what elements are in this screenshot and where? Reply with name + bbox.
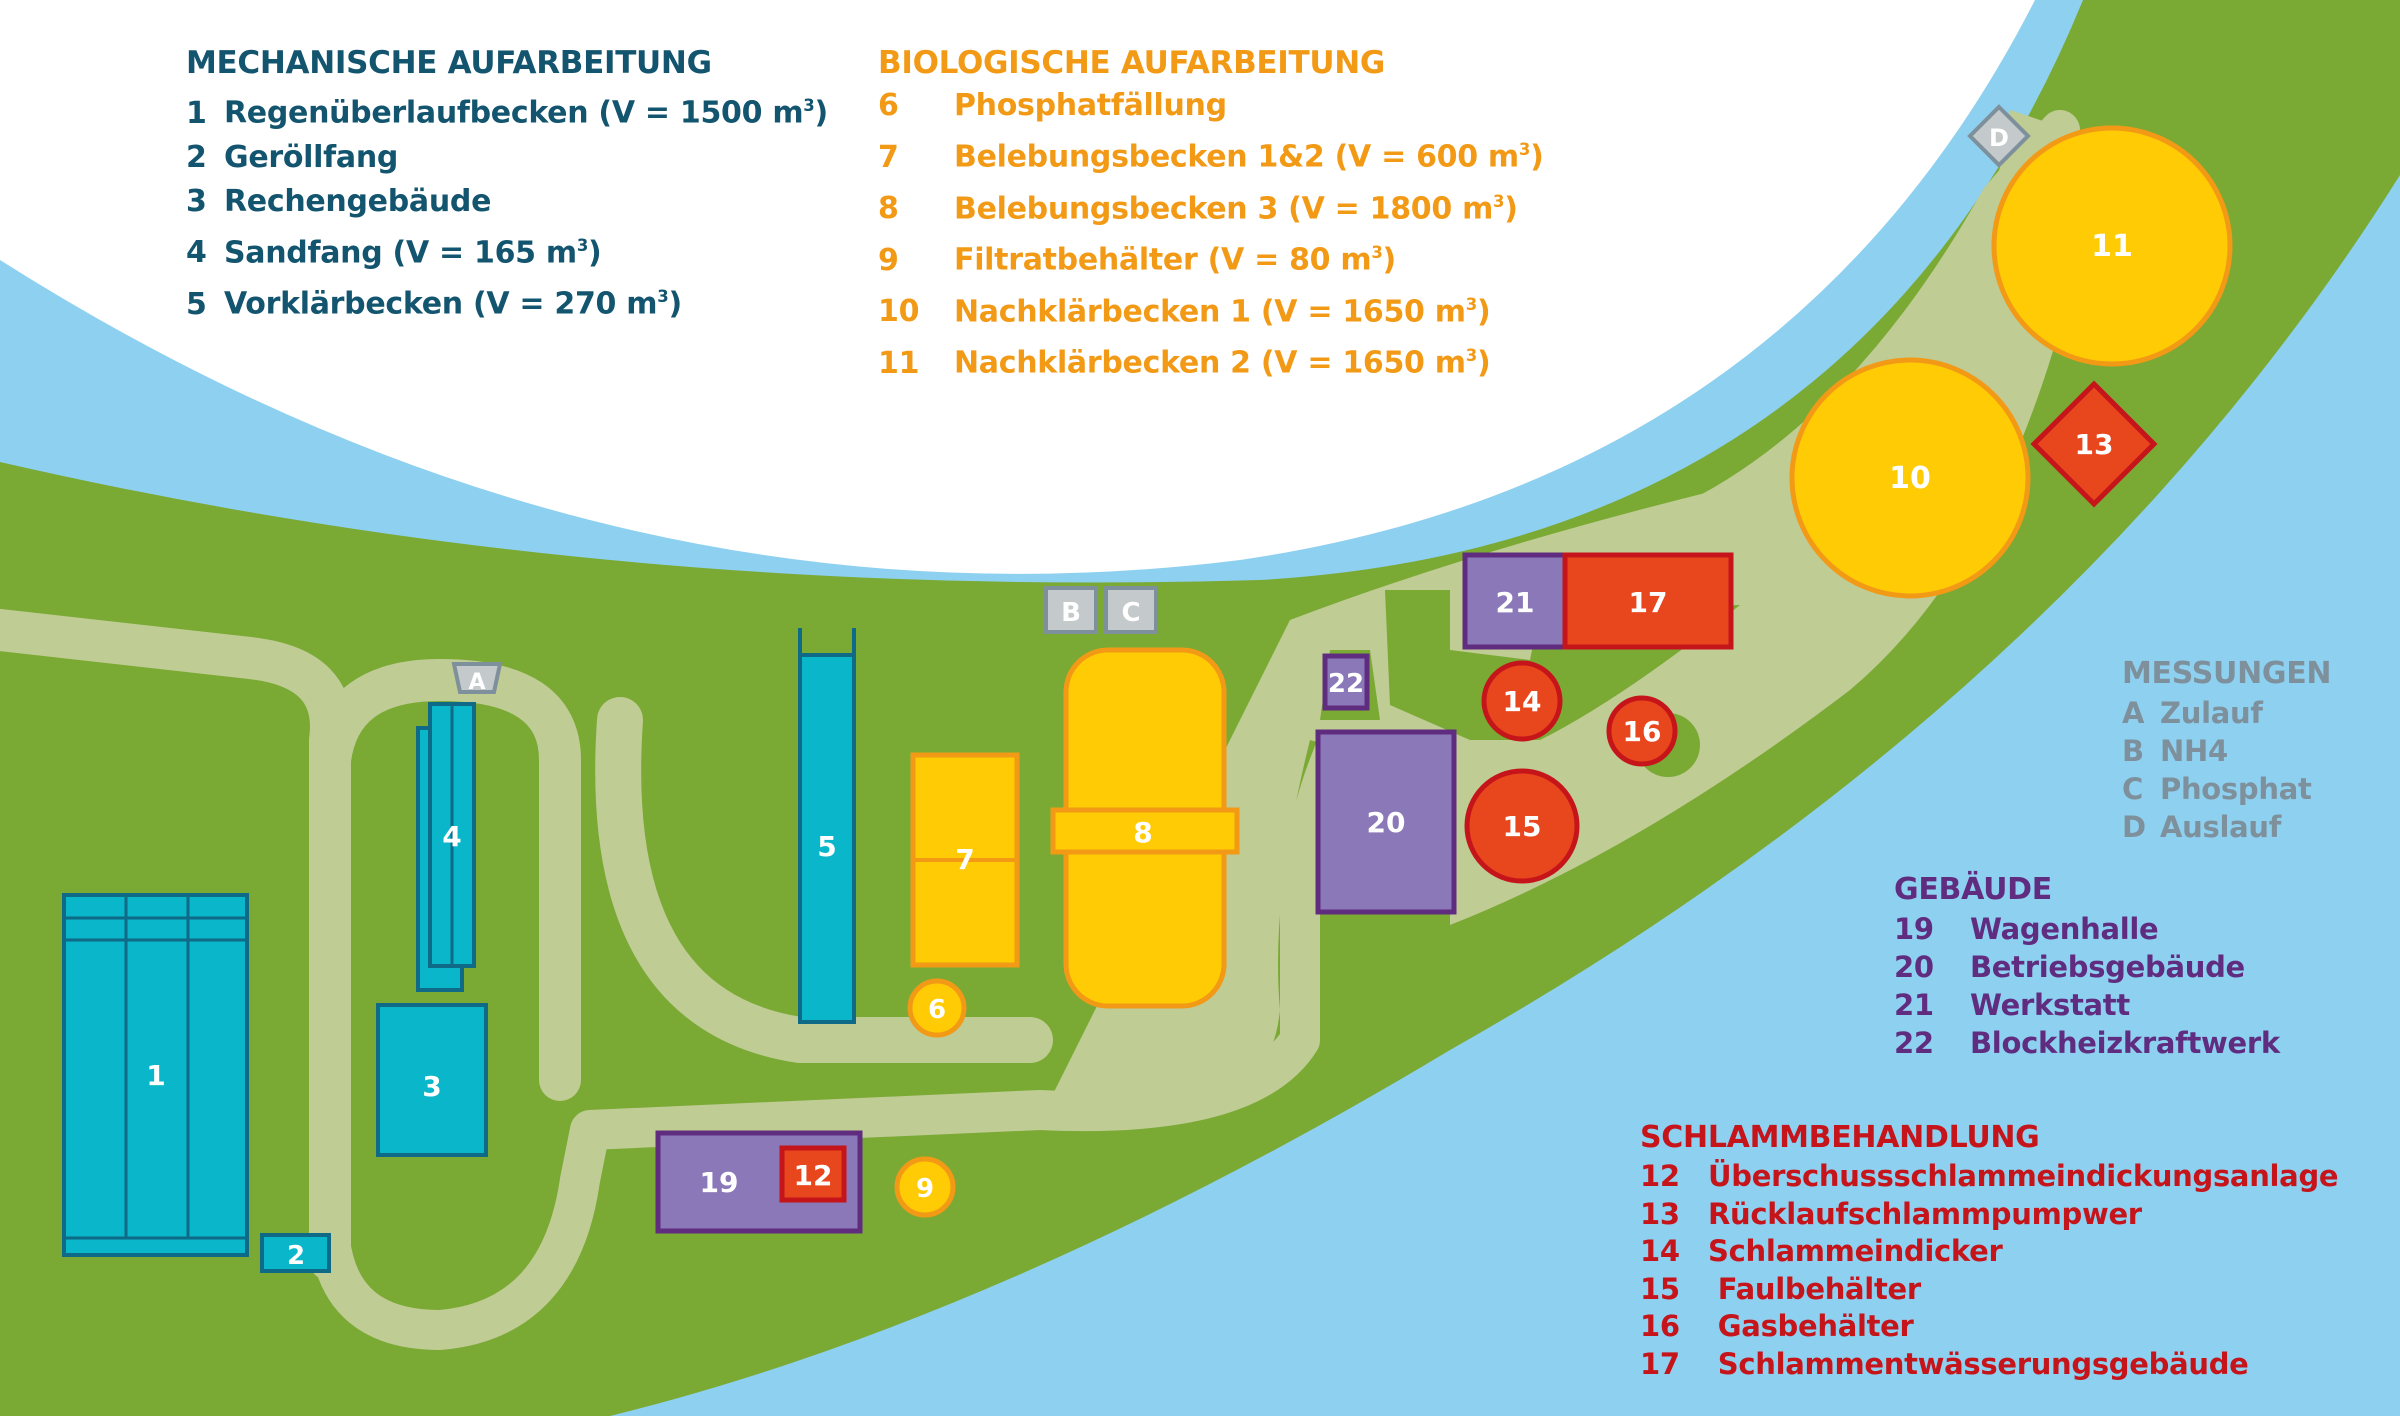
facility-10[interactable]: 10 (1789, 357, 2031, 599)
facility-12[interactable]: 12 (779, 1145, 847, 1203)
facility-6[interactable]: 6 (907, 978, 967, 1038)
building-21[interactable]: 21 (1462, 552, 1568, 650)
svg-text:16: 16 (1623, 715, 1662, 748)
facility-16[interactable]: 16 (1606, 695, 1678, 767)
svg-text:B: B (1061, 598, 1081, 628)
svg-text:6: 6 (928, 995, 946, 1025)
facility-17[interactable]: 17 (1562, 552, 1734, 650)
facility-9[interactable]: 9 (894, 1156, 956, 1218)
svg-text:14: 14 (1503, 685, 1542, 718)
svg-text:1: 1 (146, 1059, 165, 1092)
svg-text:3: 3 (422, 1070, 441, 1103)
svg-text:9: 9 (916, 1174, 934, 1204)
legend-buildings-title: GEBÄUDE (1894, 872, 2052, 907)
svg-text:4: 4 (442, 820, 461, 853)
facility-13[interactable]: 13 (2030, 380, 2158, 508)
svg-text:11: 11 (2091, 229, 2133, 264)
measure-point-c[interactable]: C (1104, 586, 1158, 634)
svg-text:19: 19 (700, 1166, 739, 1199)
svg-text:17: 17 (1629, 586, 1668, 619)
facility-8[interactable]: 8 (1050, 647, 1240, 1009)
facility-1[interactable]: 1 (62, 893, 249, 1257)
facility-4[interactable]: 4 (416, 702, 476, 992)
svg-text:D: D (1989, 124, 2009, 152)
svg-text:22: 22 (1328, 669, 1364, 699)
facility-3[interactable]: 3 (376, 1003, 488, 1157)
measure-point-b[interactable]: B (1044, 586, 1098, 634)
svg-text:15: 15 (1503, 810, 1542, 843)
svg-text:10: 10 (1889, 461, 1931, 496)
legend-mechanical-title: MECHANISCHE AUFARBEITUNG (186, 45, 712, 81)
facility-14[interactable]: 14 (1481, 660, 1563, 742)
svg-text:12: 12 (794, 1159, 833, 1192)
legend-item: 15 Faulbehälter (1640, 1271, 1921, 1306)
legend-sludge-title: SCHLAMMBEHANDLUNG (1640, 1120, 2040, 1155)
building-22[interactable]: 22 (1322, 653, 1370, 711)
facility-7[interactable]: 7 (910, 752, 1020, 968)
facility-15[interactable]: 15 (1464, 768, 1580, 884)
svg-text:8: 8 (1133, 816, 1152, 849)
svg-text:2: 2 (287, 1241, 305, 1271)
svg-text:20: 20 (1367, 806, 1406, 839)
svg-text:A: A (468, 670, 485, 695)
legend-item: 16 Gasbehälter (1640, 1309, 1914, 1343)
measure-point-a[interactable]: A (451, 662, 503, 695)
svg-text:5: 5 (817, 830, 836, 863)
facility-2[interactable]: 2 (260, 1233, 331, 1273)
svg-text:7: 7 (955, 843, 974, 876)
river-label: STEINACH (1121, 468, 1286, 526)
facility-5[interactable]: 5 (798, 628, 856, 1024)
legend-biological-title: BIOLOGISCHE AUFARBEITUNG (878, 45, 1386, 81)
facility-11[interactable]: 11 (1991, 125, 2233, 367)
svg-text:13: 13 (2075, 428, 2114, 461)
legend-measurements-title: MESSUNGEN (2122, 656, 2332, 691)
building-20[interactable]: 20 (1315, 729, 1457, 915)
measure-point-d[interactable]: D (1967, 104, 2031, 168)
legend-item: 17 Schlammentwässerungsgebäude (1640, 1346, 2249, 1381)
svg-text:C: C (1121, 598, 1140, 628)
svg-text:21: 21 (1496, 586, 1535, 619)
